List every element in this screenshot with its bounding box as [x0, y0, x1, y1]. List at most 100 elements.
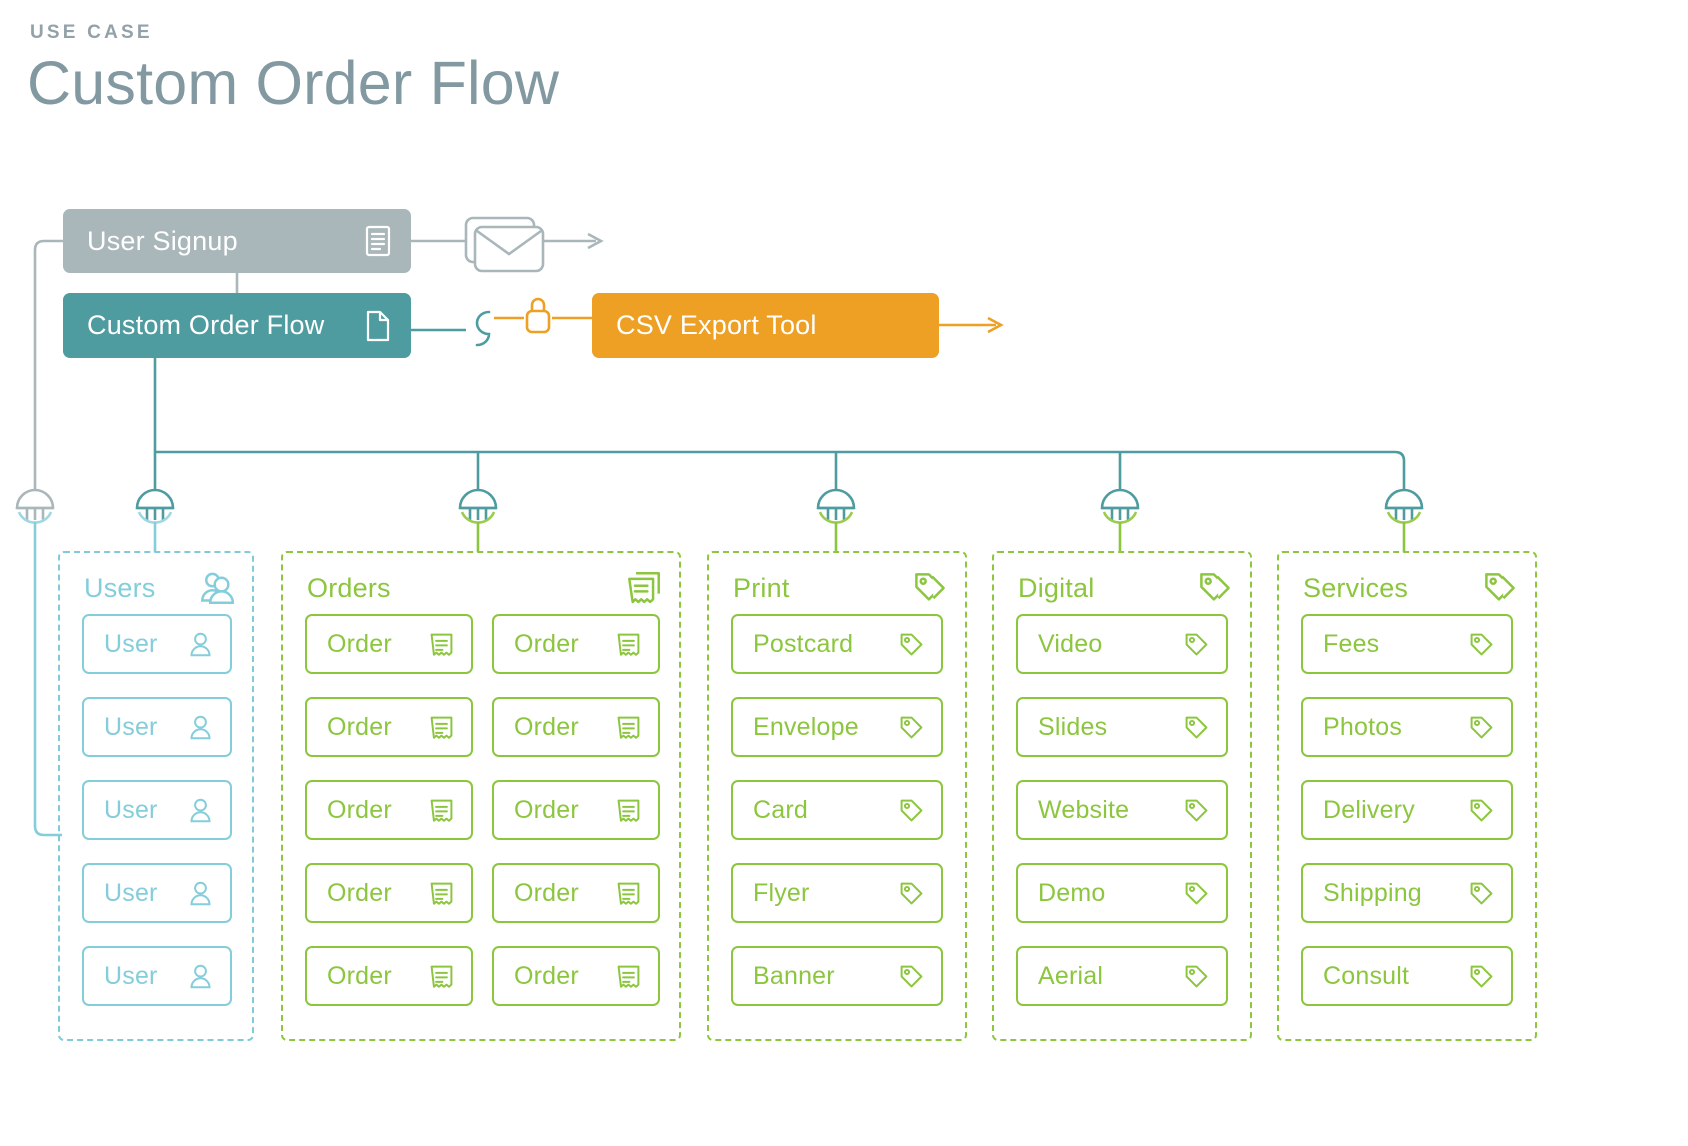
card-label: User — [104, 878, 158, 907]
card-digital-video-0[interactable]: Video — [1016, 614, 1228, 674]
receipt-icon — [615, 714, 642, 741]
group-services: Services — [1277, 551, 1537, 1041]
card-print-card-2[interactable]: Card — [731, 780, 943, 840]
card-label: Demo — [1038, 878, 1106, 907]
card-services-delivery-2[interactable]: Delivery — [1301, 780, 1513, 840]
tag-icon — [898, 714, 925, 741]
group-header-print: Print — [733, 571, 947, 605]
tag-icon — [898, 631, 925, 658]
card-print-postcard-0[interactable]: Postcard — [731, 614, 943, 674]
card-orders-order-8[interactable]: Order — [305, 946, 473, 1006]
card-users-user-3[interactable]: User — [82, 863, 232, 923]
card-label: Consult — [1323, 961, 1410, 990]
card-label: User — [104, 712, 158, 741]
eyebrow-label: USE CASE — [30, 22, 153, 43]
users-icon — [200, 571, 234, 605]
card-services-shipping-3[interactable]: Shipping — [1301, 863, 1513, 923]
tag-icon — [1468, 714, 1495, 741]
card-users-user-2[interactable]: User — [82, 780, 232, 840]
card-label: Website — [1038, 795, 1130, 824]
card-orders-order-2[interactable]: Order — [305, 697, 473, 757]
card-label: Envelope — [753, 712, 859, 741]
group-users: Users — [58, 551, 254, 1041]
receipt-stack-icon — [627, 571, 661, 605]
group-title: Digital — [1018, 572, 1095, 603]
card-label: Shipping — [1323, 878, 1422, 907]
card-label: Order — [327, 878, 392, 907]
node-custom-order-flow[interactable]: Custom Order Flow — [63, 293, 411, 358]
card-label: Delivery — [1323, 795, 1415, 824]
card-label: Order — [514, 795, 579, 824]
receipt-icon — [615, 963, 642, 990]
card-services-photos-1[interactable]: Photos — [1301, 697, 1513, 757]
card-label: Order — [514, 878, 579, 907]
card-services-consult-4[interactable]: Consult — [1301, 946, 1513, 1006]
receipt-icon — [428, 797, 455, 824]
group-print: Print — [707, 551, 967, 1041]
group-orders: Orders — [281, 551, 681, 1041]
card-label: Order — [514, 961, 579, 990]
group-title: Print — [733, 572, 790, 603]
node-label: Custom Order Flow — [87, 310, 325, 340]
card-label: Order — [327, 629, 392, 658]
card-print-flyer-3[interactable]: Flyer — [731, 863, 943, 923]
card-digital-website-2[interactable]: Website — [1016, 780, 1228, 840]
group-digital: Digital — [992, 551, 1252, 1041]
receipt-icon — [615, 797, 642, 824]
tag-icon — [1183, 631, 1210, 658]
card-label: Order — [327, 961, 392, 990]
group-header-digital: Digital — [1018, 571, 1232, 605]
tag-icon — [898, 797, 925, 824]
person-icon — [187, 963, 214, 990]
receipt-icon — [428, 714, 455, 741]
node-csv-export-tool[interactable]: CSV Export Tool — [592, 293, 939, 358]
tag-icon — [1468, 631, 1495, 658]
group-title: Orders — [307, 572, 391, 603]
card-label: Card — [753, 795, 808, 824]
card-label: User — [104, 961, 158, 990]
tag-icon — [1468, 797, 1495, 824]
page-title: Custom Order Flow — [27, 49, 560, 117]
card-print-banner-4[interactable]: Banner — [731, 946, 943, 1006]
card-label: User — [104, 629, 158, 658]
card-label: Order — [514, 629, 579, 658]
card-orders-order-7[interactable]: Order — [492, 863, 660, 923]
tags-icon — [1198, 571, 1232, 605]
card-orders-order-5[interactable]: Order — [492, 780, 660, 840]
card-orders-order-9[interactable]: Order — [492, 946, 660, 1006]
card-users-user-0[interactable]: User — [82, 614, 232, 674]
card-label: Order — [514, 712, 579, 741]
receipt-icon — [428, 631, 455, 658]
card-users-user-4[interactable]: User — [82, 946, 232, 1006]
card-digital-demo-3[interactable]: Demo — [1016, 863, 1228, 923]
tag-icon — [1468, 880, 1495, 907]
card-label: Photos — [1323, 712, 1403, 741]
group-header-services: Services — [1303, 571, 1517, 605]
card-label: Flyer — [753, 878, 810, 907]
card-services-fees-0[interactable]: Fees — [1301, 614, 1513, 674]
card-label: Order — [327, 795, 392, 824]
tag-icon — [1183, 880, 1210, 907]
card-orders-order-3[interactable]: Order — [492, 697, 660, 757]
tags-icon — [1483, 571, 1517, 605]
card-orders-order-6[interactable]: Order — [305, 863, 473, 923]
card-orders-order-4[interactable]: Order — [305, 780, 473, 840]
card-label: Slides — [1038, 712, 1108, 741]
receipt-icon — [615, 880, 642, 907]
card-orders-order-1[interactable]: Order — [492, 614, 660, 674]
tag-icon — [1183, 797, 1210, 824]
card-print-envelope-1[interactable]: Envelope — [731, 697, 943, 757]
node-label: User Signup — [87, 225, 238, 256]
card-digital-aerial-4[interactable]: Aerial — [1016, 946, 1228, 1006]
receipt-icon — [428, 963, 455, 990]
card-users-user-1[interactable]: User — [82, 697, 232, 757]
card-label: Postcard — [753, 629, 854, 658]
tag-icon — [1468, 963, 1495, 990]
card-label: User — [104, 795, 158, 824]
receipt-icon — [428, 880, 455, 907]
card-orders-order-0[interactable]: Order — [305, 614, 473, 674]
card-digital-slides-1[interactable]: Slides — [1016, 697, 1228, 757]
node-user-signup[interactable]: User Signup — [63, 209, 411, 273]
tag-icon — [1183, 963, 1210, 990]
